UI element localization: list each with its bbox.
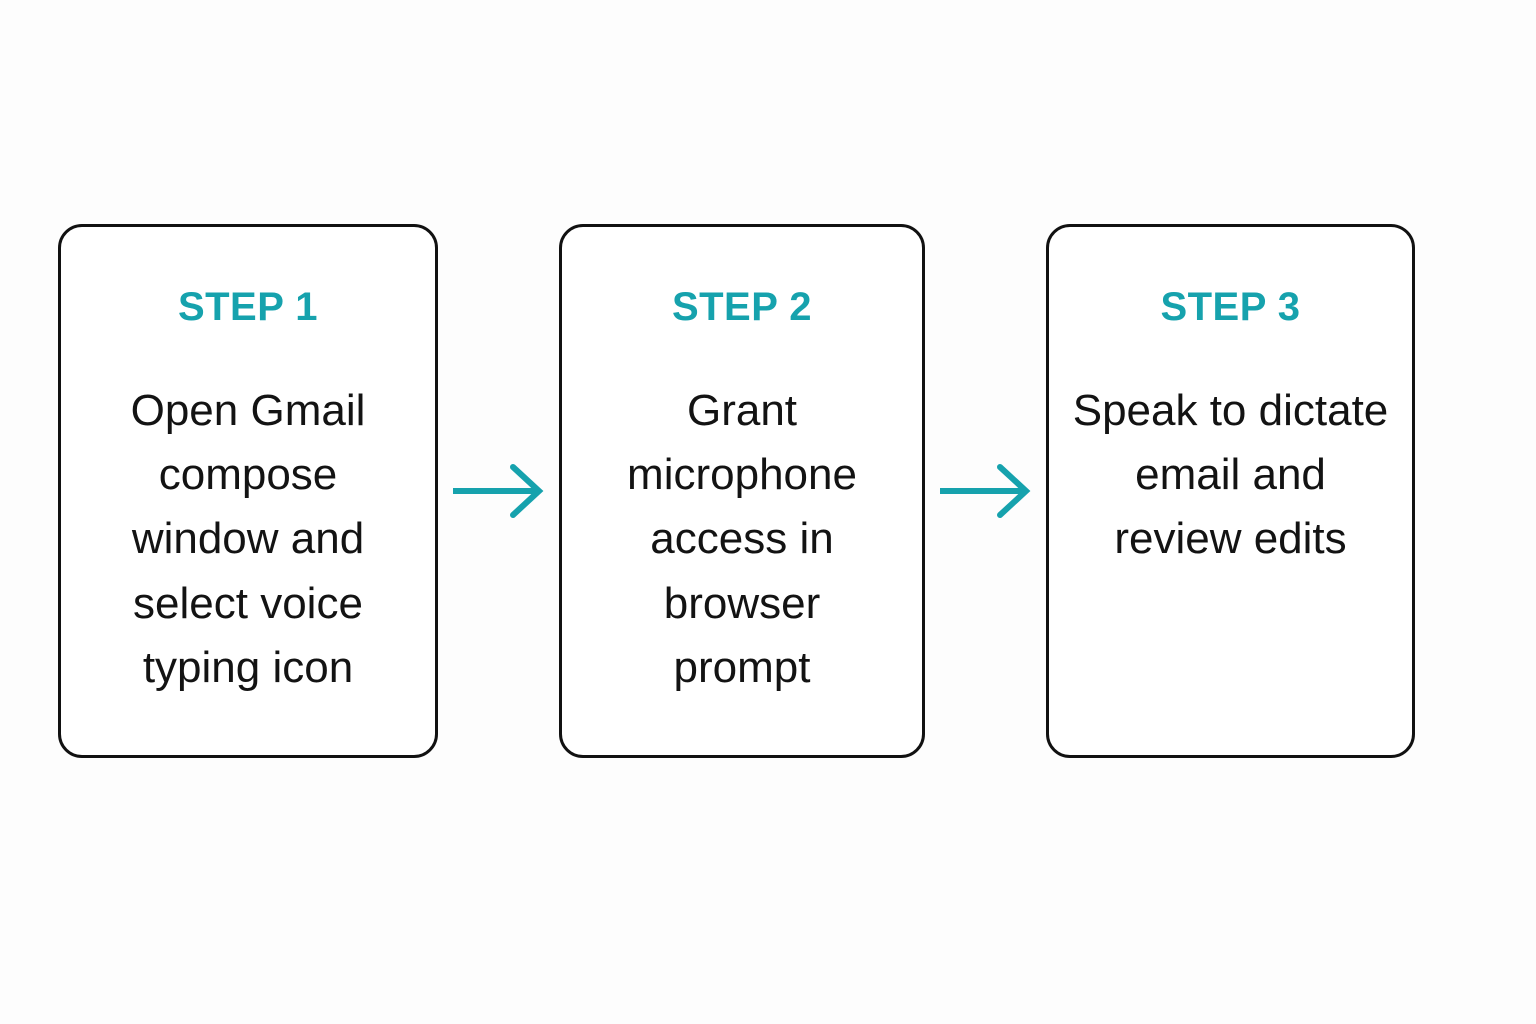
arrow-right-icon-1 xyxy=(452,464,543,518)
step-2-description: Grant microphone access in browser promp… xyxy=(627,386,857,692)
step-1-label: STEP 1 xyxy=(177,285,319,329)
step-card-2[interactable]: STEP 2 Grant microphone access in browse… xyxy=(559,224,925,758)
step-2-label: STEP 2 xyxy=(671,285,813,329)
process-flow: STEP 1 Open Gmail compose window and sel… xyxy=(58,224,1415,758)
step-3-label: STEP 3 xyxy=(1160,285,1301,329)
connector-2 xyxy=(925,224,1046,758)
connector-1 xyxy=(438,224,559,758)
step-card-3[interactable]: STEP 3 Speak to dictate email and review… xyxy=(1046,224,1415,758)
step-3-description: Speak to dictate email and review edits xyxy=(1072,386,1389,564)
step-card-1[interactable]: STEP 1 Open Gmail compose window and sel… xyxy=(58,224,438,758)
step-1-description: Open Gmail compose window and select voi… xyxy=(130,386,366,692)
arrow-right-icon-2 xyxy=(939,464,1030,518)
